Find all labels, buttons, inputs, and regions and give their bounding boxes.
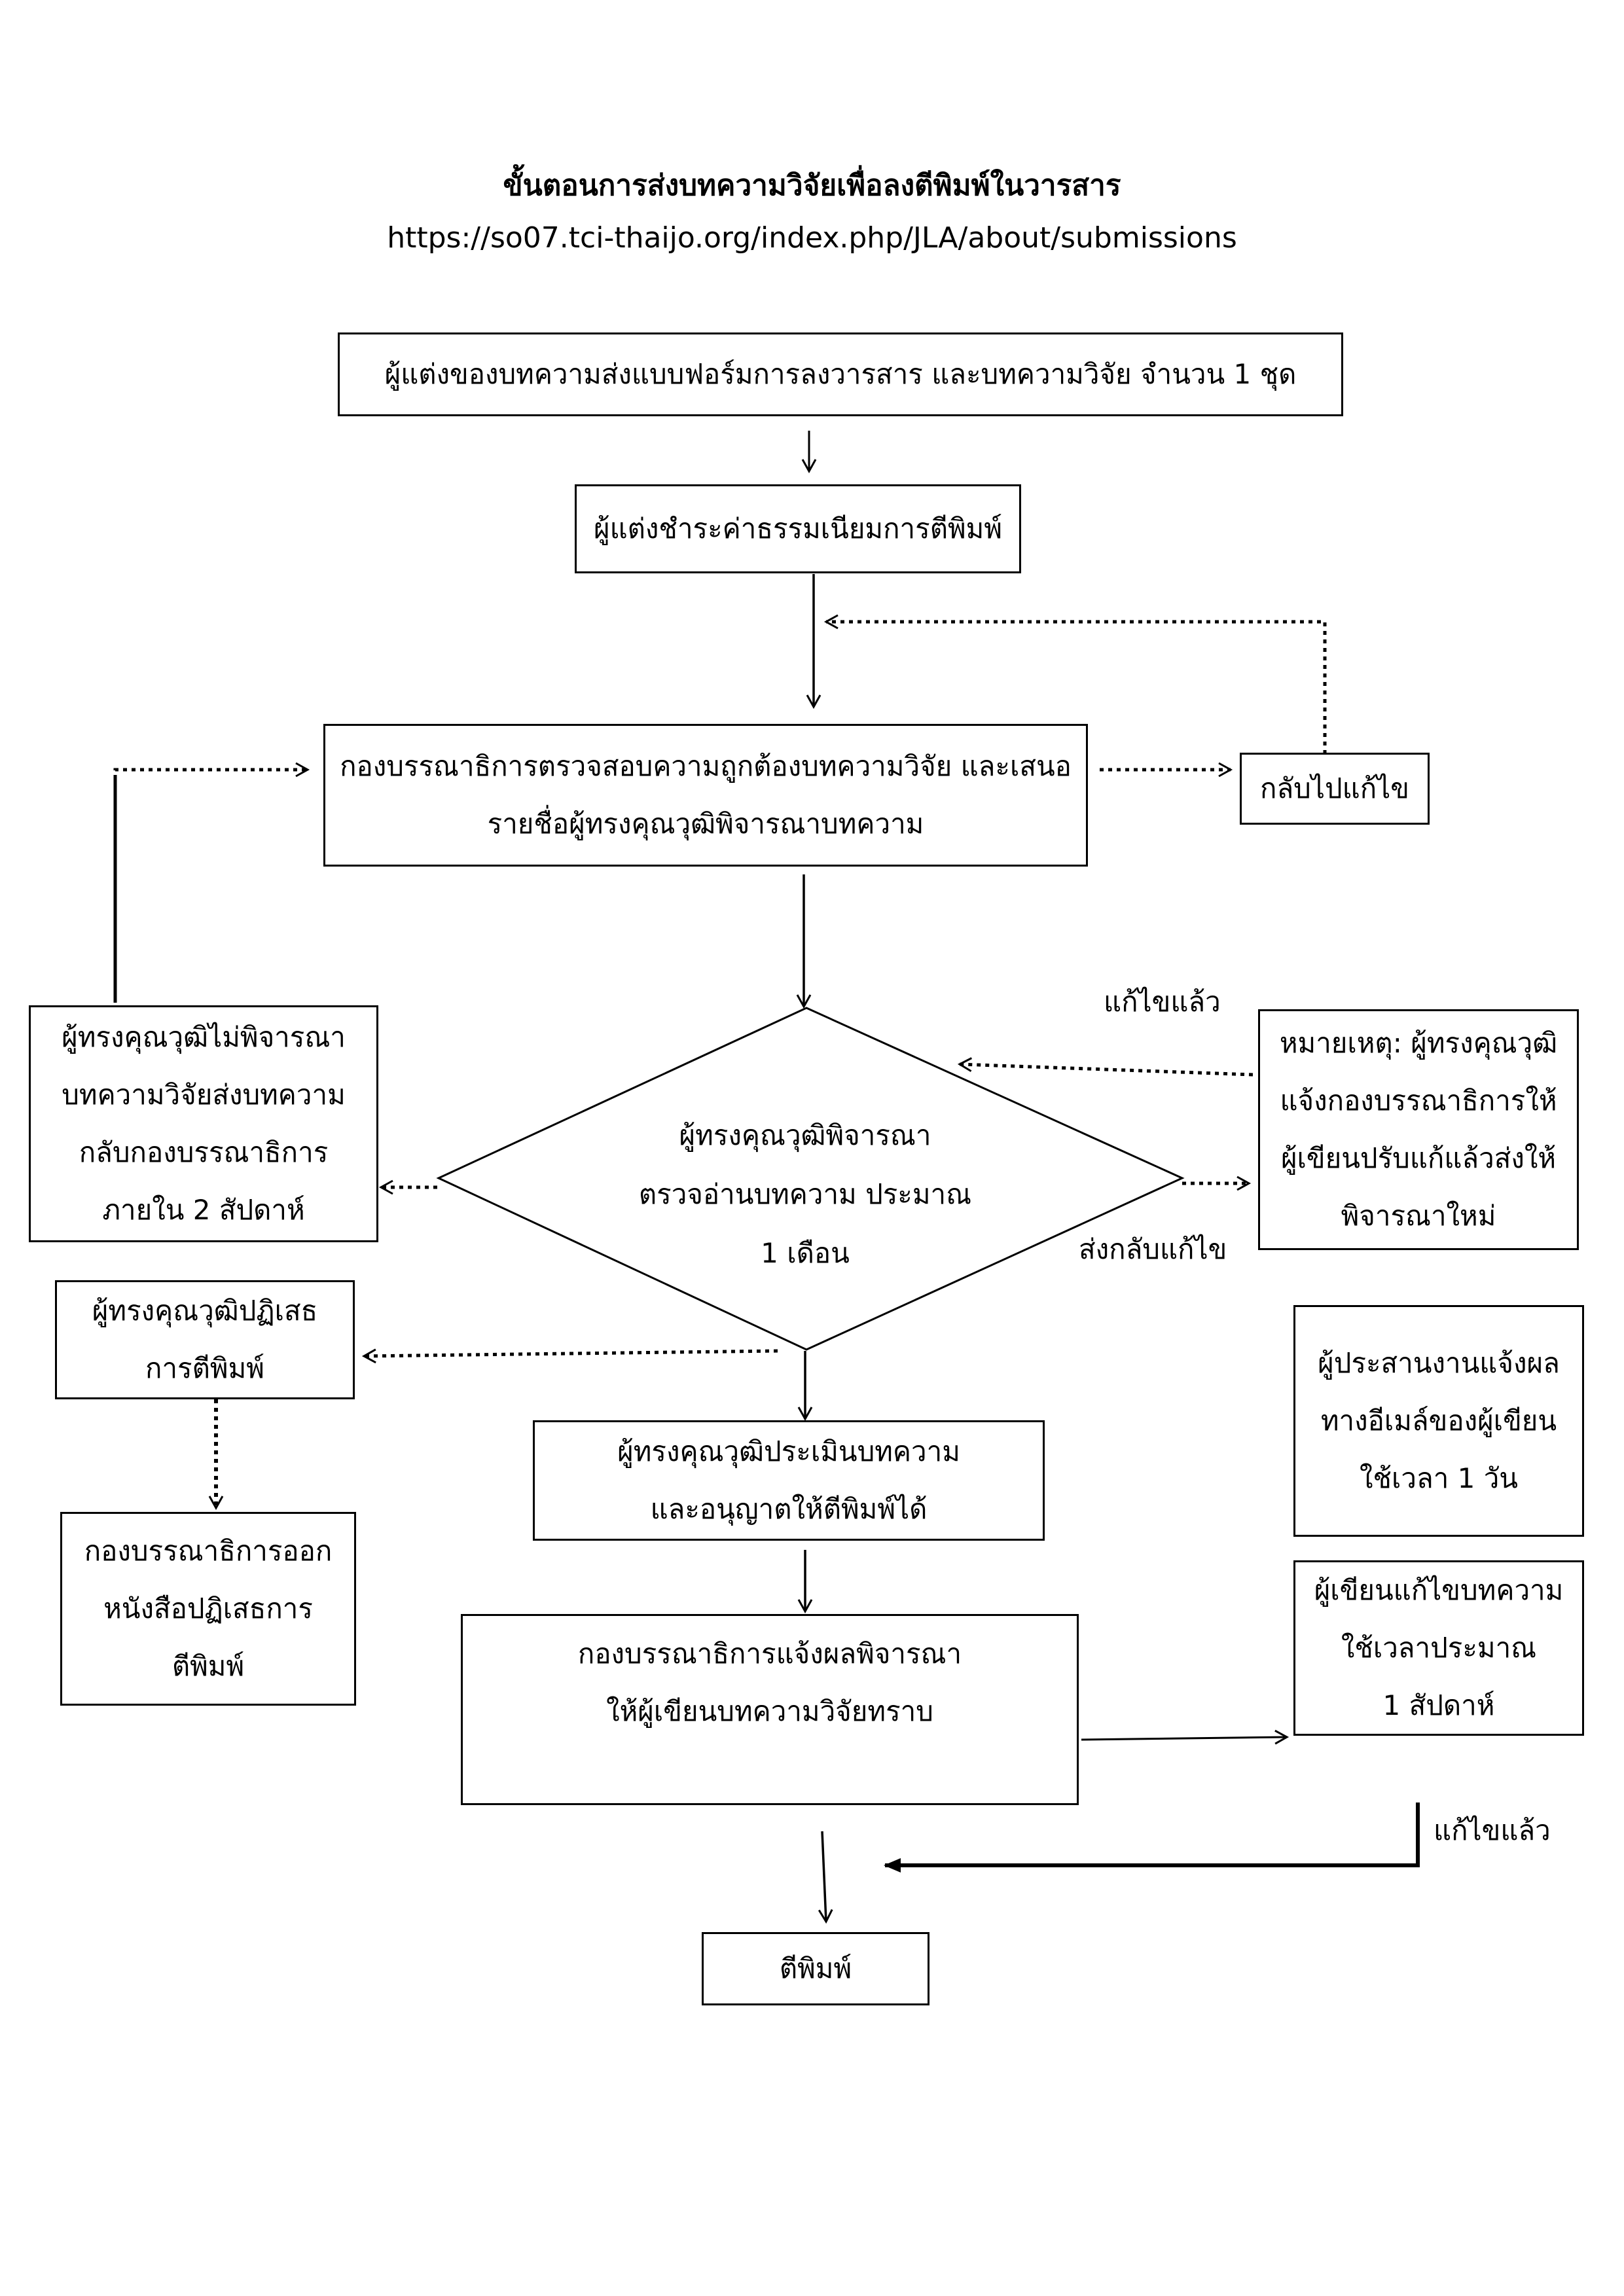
dotted-return-to-check: [823, 614, 1327, 754]
step-return-fix-box: กลับไปแก้ไข: [1240, 753, 1430, 825]
step-note-box: หมายเหตุ: ผู้ทรงคุณวุฒิ แจ้งกองบรรณาธิกา…: [1258, 1009, 1579, 1250]
submission-url: https://so07.tci-thaijo.org/index.php/JL…: [387, 221, 1237, 255]
step-editorial-check-box: กองบรรณาธิการตรวจสอบความถูกต้องบทความวิจ…: [323, 724, 1088, 867]
label-send-back: ส่งกลับแก้ไข: [1079, 1233, 1227, 1265]
label-revised-upper: แก้ไขแล้ว: [1104, 986, 1221, 1018]
reviewer-decision-diamond: [436, 1007, 1185, 1351]
arrow-notify-to-publish: [818, 1831, 833, 1924]
step-not-considered-box: ผู้ทรงคุณวุฒิไม่พิจารณา บทความวิจัยส่งบท…: [29, 1005, 378, 1242]
step-rejection-letter-box: กองบรรณาธิการออก หนังสือปฏิเสธการ ตีพิมพ…: [60, 1512, 356, 1706]
step-submit-box: ผู้แต่งของบทความส่งแบบฟอร์มการลงวารสาร แ…: [338, 332, 1343, 416]
flowchart-title: ขั้นตอนการส่งบทความวิจัยเพื่อลงตีพิมพ์ใน…: [503, 169, 1121, 202]
step-reviewer-consider-text: ผู้ทรงคุณวุฒิพิจารณา ตรวจอ่านบทความ ประม…: [638, 1119, 972, 1269]
step-approved-box: ผู้ทรงคุณวุฒิประเมินบทความ และอนุญาตให้ต…: [533, 1420, 1045, 1541]
dotted-diamond-to-rejected: [361, 1348, 778, 1364]
dotted-not-considered-to-check: [113, 762, 310, 779]
step-publish-box: ตีพิมพ์: [702, 1932, 929, 2005]
arrow-revised-to-publish: [884, 1803, 1420, 1873]
step-rejected-box: ผู้ทรงคุณวุฒิปฏิเสธ การตีพิมพ์: [55, 1280, 355, 1399]
arrow-notify-to-revise: [1081, 1729, 1290, 1745]
step-fee-box: ผู้แต่งชำระค่าธรรมเนียมการตีพิมพ์: [575, 484, 1021, 573]
step-notify-author-box: กองบรรณาธิการแจ้งผลพิจารณา ให้ผู้เขียนบท…: [461, 1614, 1079, 1805]
step-coordinator-box: ผู้ประสานงานแจ้งผล ทางอีเมล์ของผู้เขียน …: [1293, 1305, 1584, 1537]
label-revised-lower: แก้ไขแล้ว: [1434, 1814, 1551, 1846]
dotted-note-to-diamond: [957, 1057, 1254, 1077]
step-author-revise-box: ผู้เขียนแก้ไขบทความ ใช้เวลาประมาณ 1 สัปด…: [1293, 1560, 1584, 1736]
